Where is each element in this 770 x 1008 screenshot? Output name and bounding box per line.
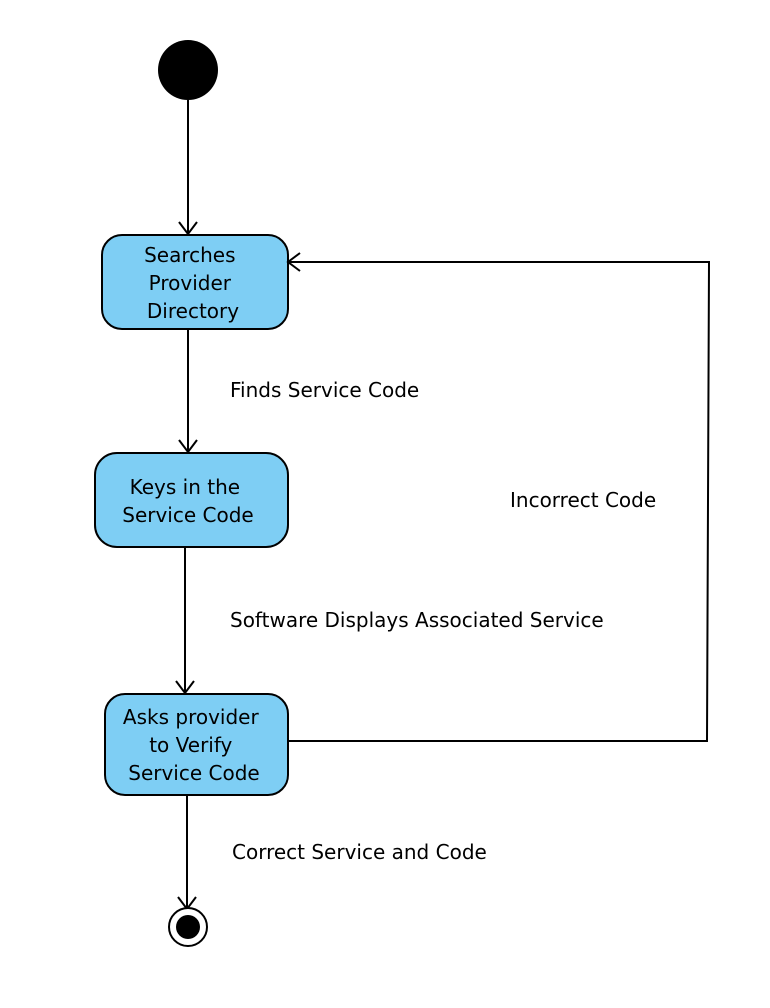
node-label: Keys in the Service Code [122, 475, 253, 527]
initial-node [158, 40, 218, 100]
final-node [168, 907, 208, 947]
action-asks-provider-verify: Asks provider to Verify Service Code [104, 693, 289, 796]
edge-label-finds-service-code: Finds Service Code [230, 378, 419, 402]
edge-label-software-displays: Software Displays Associated Service [230, 608, 604, 632]
edge-label-incorrect-code: Incorrect Code [510, 488, 656, 512]
edge-incorrect-loop [288, 261, 711, 742]
node-label: Searches Provider Directory [144, 243, 242, 323]
edge-label-correct-service: Correct Service and Code [232, 840, 487, 864]
node-label: Asks provider to Verify Service Code [123, 705, 265, 785]
action-keys-in-service-code: Keys in the Service Code [94, 452, 289, 548]
action-searches-provider-directory: Searches Provider Directory [101, 234, 289, 330]
arrowhead [286, 252, 301, 272]
